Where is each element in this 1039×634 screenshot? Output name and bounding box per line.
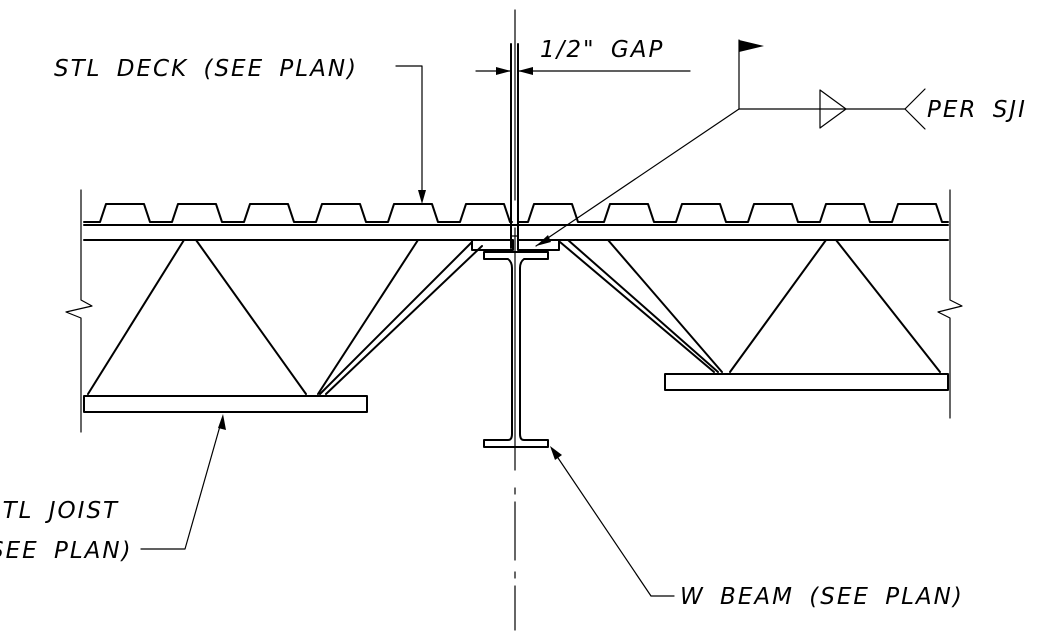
joist-leader xyxy=(140,414,226,550)
gap-label: 1/2" GAP xyxy=(540,37,664,63)
w-beam-top-flange xyxy=(483,251,549,448)
weld-symbol xyxy=(535,39,926,247)
right-joist-webs xyxy=(559,239,941,373)
beam-label: W BEAM (SEE PLAN) xyxy=(680,584,964,610)
weld-tail-icon xyxy=(904,88,926,130)
left-break-line xyxy=(65,189,93,433)
deck-label: STL DECK (SEE PLAN) xyxy=(54,56,358,82)
deck-profile-left xyxy=(83,203,513,223)
beam-leader xyxy=(550,446,675,597)
gap-dimension xyxy=(475,67,691,75)
w-beam-section xyxy=(483,251,549,448)
field-weld-flag-icon xyxy=(739,40,764,52)
deck-leader xyxy=(395,65,426,204)
right-break-line xyxy=(937,189,963,419)
joist-label-line1: STL JOIST xyxy=(0,498,119,524)
joist-label-line2: (SEE PLAN) xyxy=(0,538,133,564)
right-bottom-chord xyxy=(664,373,949,391)
left-bottom-chord xyxy=(83,395,368,413)
deck-profile-right xyxy=(518,203,949,223)
steel-deck xyxy=(83,203,949,226)
gap-lines xyxy=(510,43,519,249)
left-joist-webs xyxy=(87,239,483,395)
weld-label: PER SJI xyxy=(927,97,1027,123)
